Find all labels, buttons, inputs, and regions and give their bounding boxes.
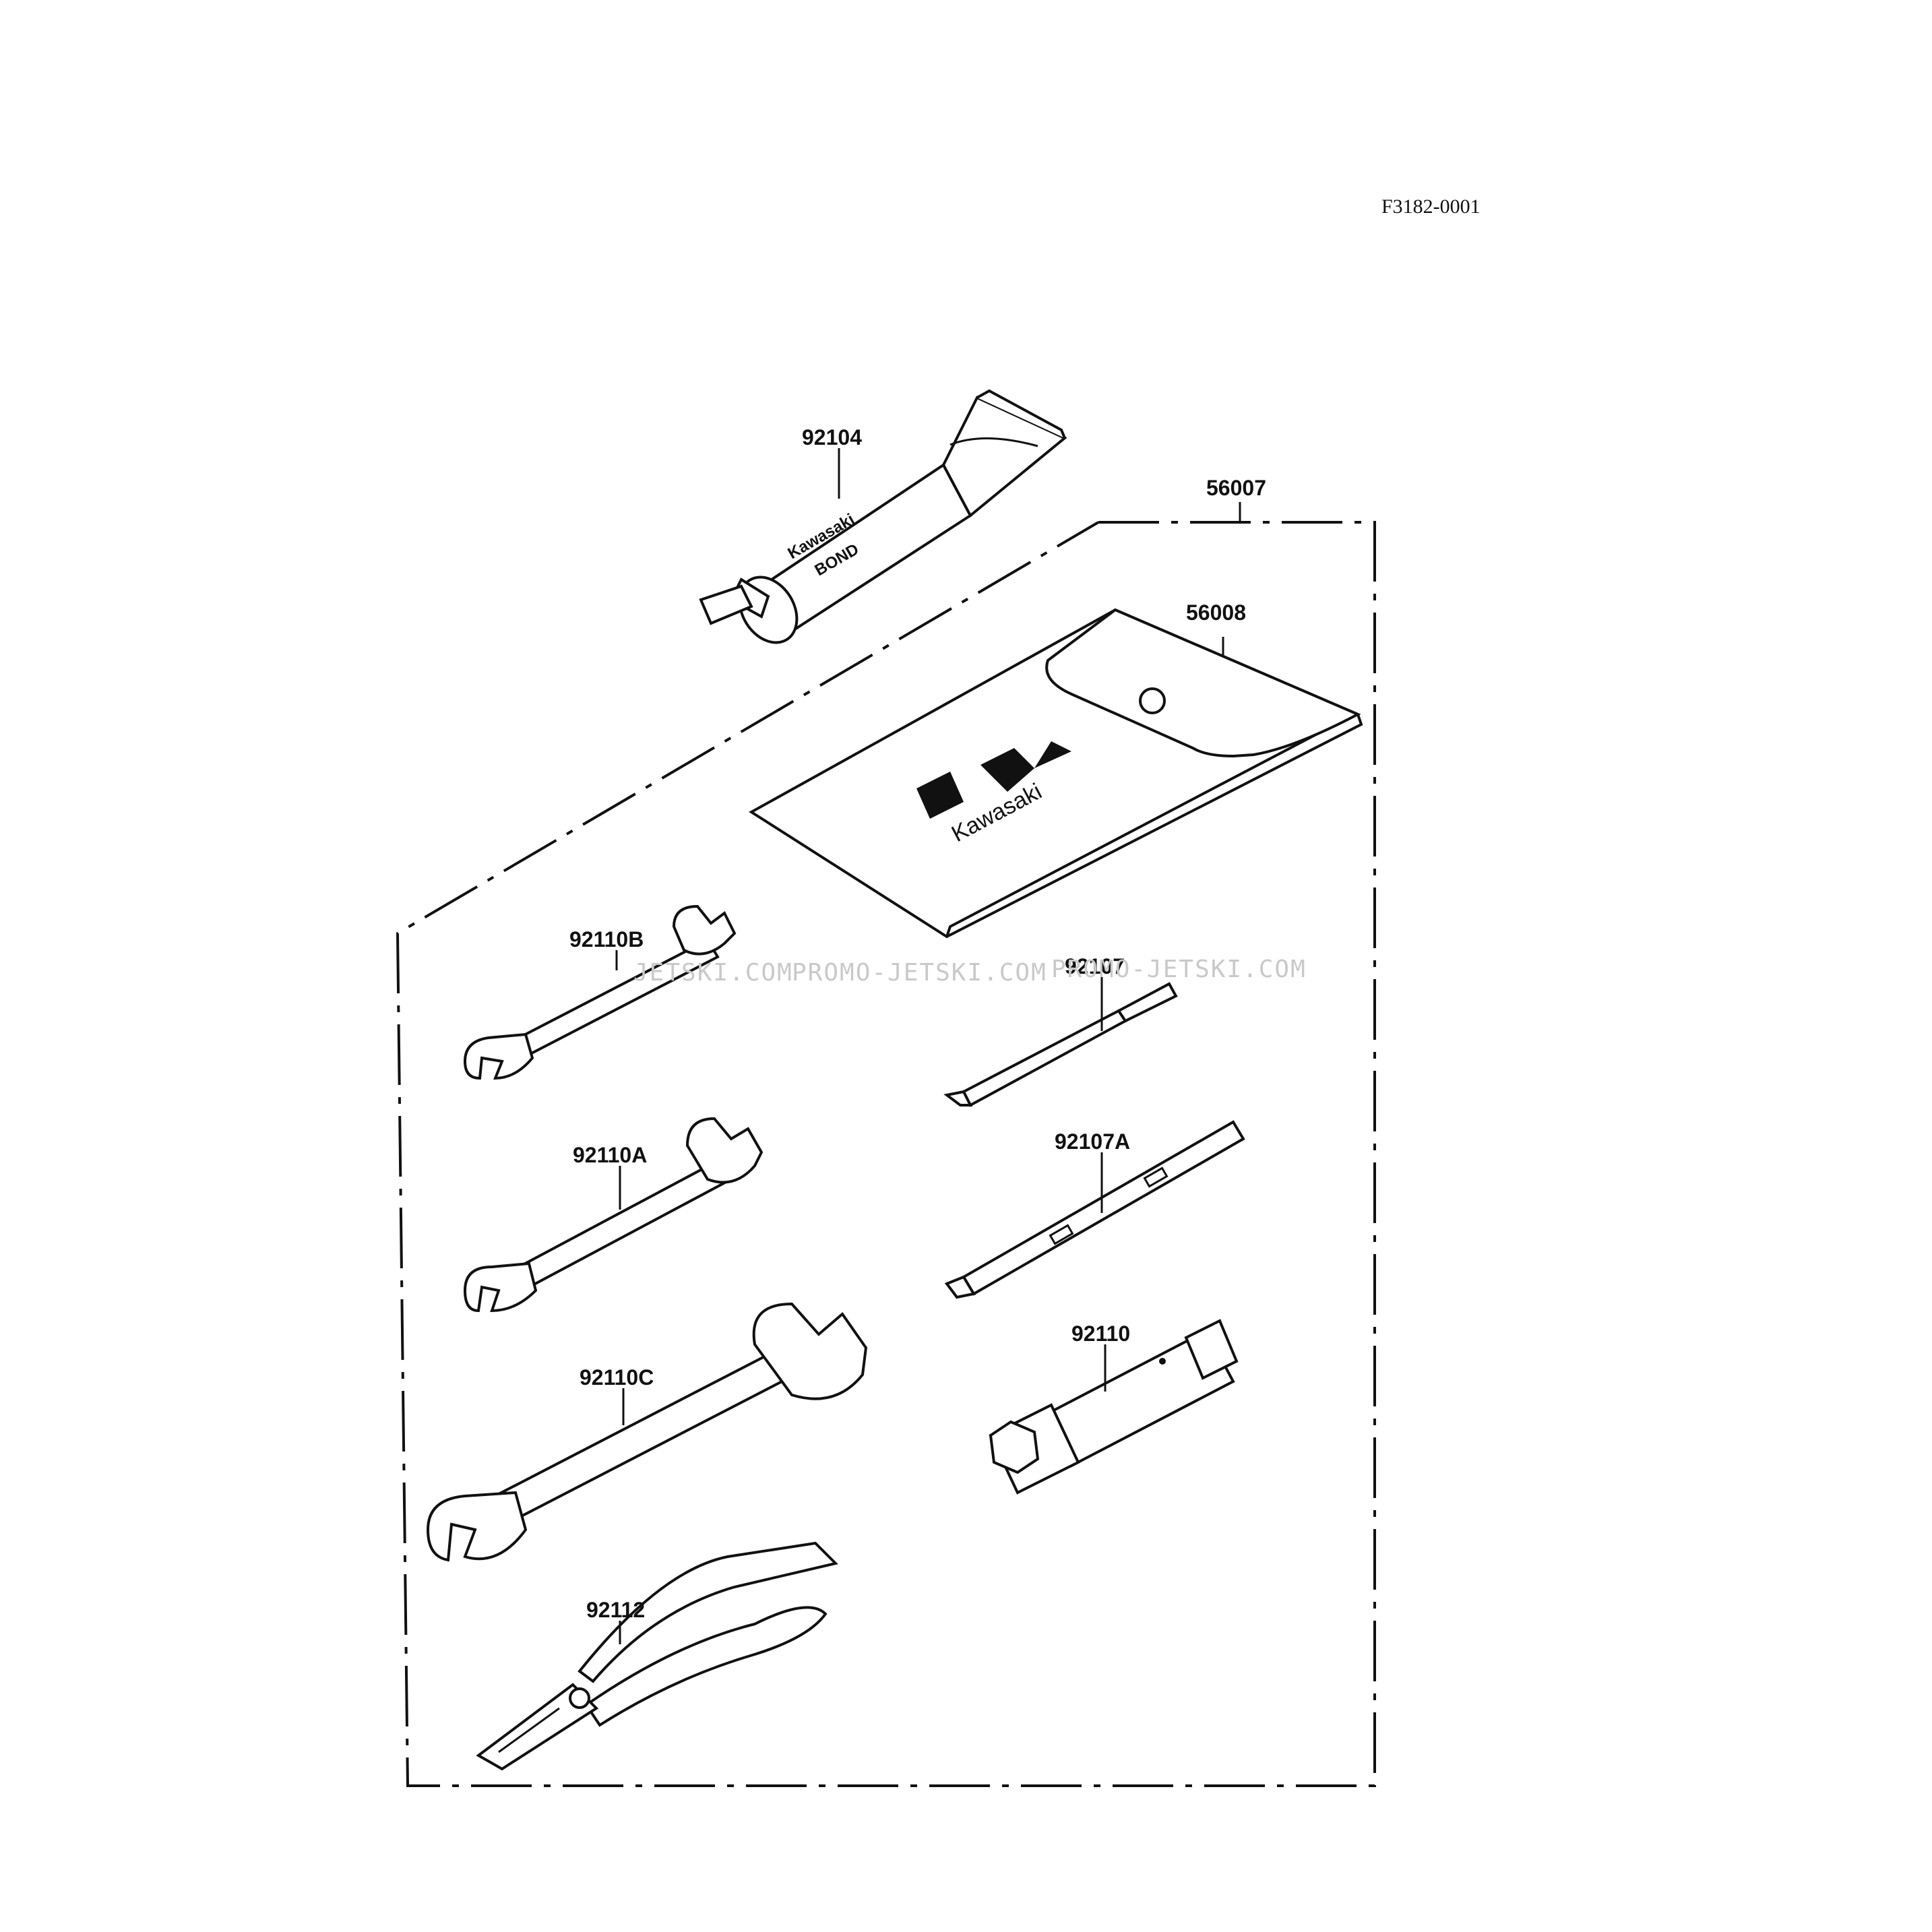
bond-tube-92104: Kawasaki BOND <box>699 389 1067 644</box>
callout-92107: 92107 <box>1065 954 1125 978</box>
watermark-text-1: JETSKI.COM <box>633 959 793 987</box>
wrench-92110B <box>463 904 737 1080</box>
callout-92104: 92104 <box>802 425 862 449</box>
callout-56008: 56008 <box>1186 600 1246 625</box>
callout-92110A: 92110A <box>573 1143 647 1167</box>
watermark: JETSKI.COM PROMO-JETSKI.COM PROMO-JETSKI… <box>633 956 1307 987</box>
callout-56007: 56007 <box>1206 476 1266 500</box>
callout-92110: 92110 <box>1071 1321 1130 1346</box>
wrench-92110A <box>463 1117 764 1313</box>
callout-92112: 92112 <box>586 1598 645 1622</box>
watermark-text-3: PROMO-JETSKI.COM <box>1051 956 1307 983</box>
tool-pouch-56008: Kawasaki <box>749 608 1363 939</box>
socket-wrench-92110 <box>989 1319 1239 1495</box>
callout-92110C: 92110C <box>580 1365 654 1390</box>
wrench-92110C <box>426 1302 868 1562</box>
diagram-reference-code: F3182-0001 <box>1381 195 1481 218</box>
leader-lines <box>615 448 1241 1644</box>
callout-92107A: 92107A <box>1055 1129 1130 1154</box>
kit-boundary <box>396 521 1376 1787</box>
callout-92110B: 92110B <box>569 927 644 952</box>
screwdriver-92107A <box>944 1120 1245 1299</box>
pliers-92112 <box>476 1541 838 1771</box>
screwdriver-92107 <box>943 982 1178 1107</box>
watermark-text-2: PROMO-JETSKI.COM <box>792 959 1047 987</box>
